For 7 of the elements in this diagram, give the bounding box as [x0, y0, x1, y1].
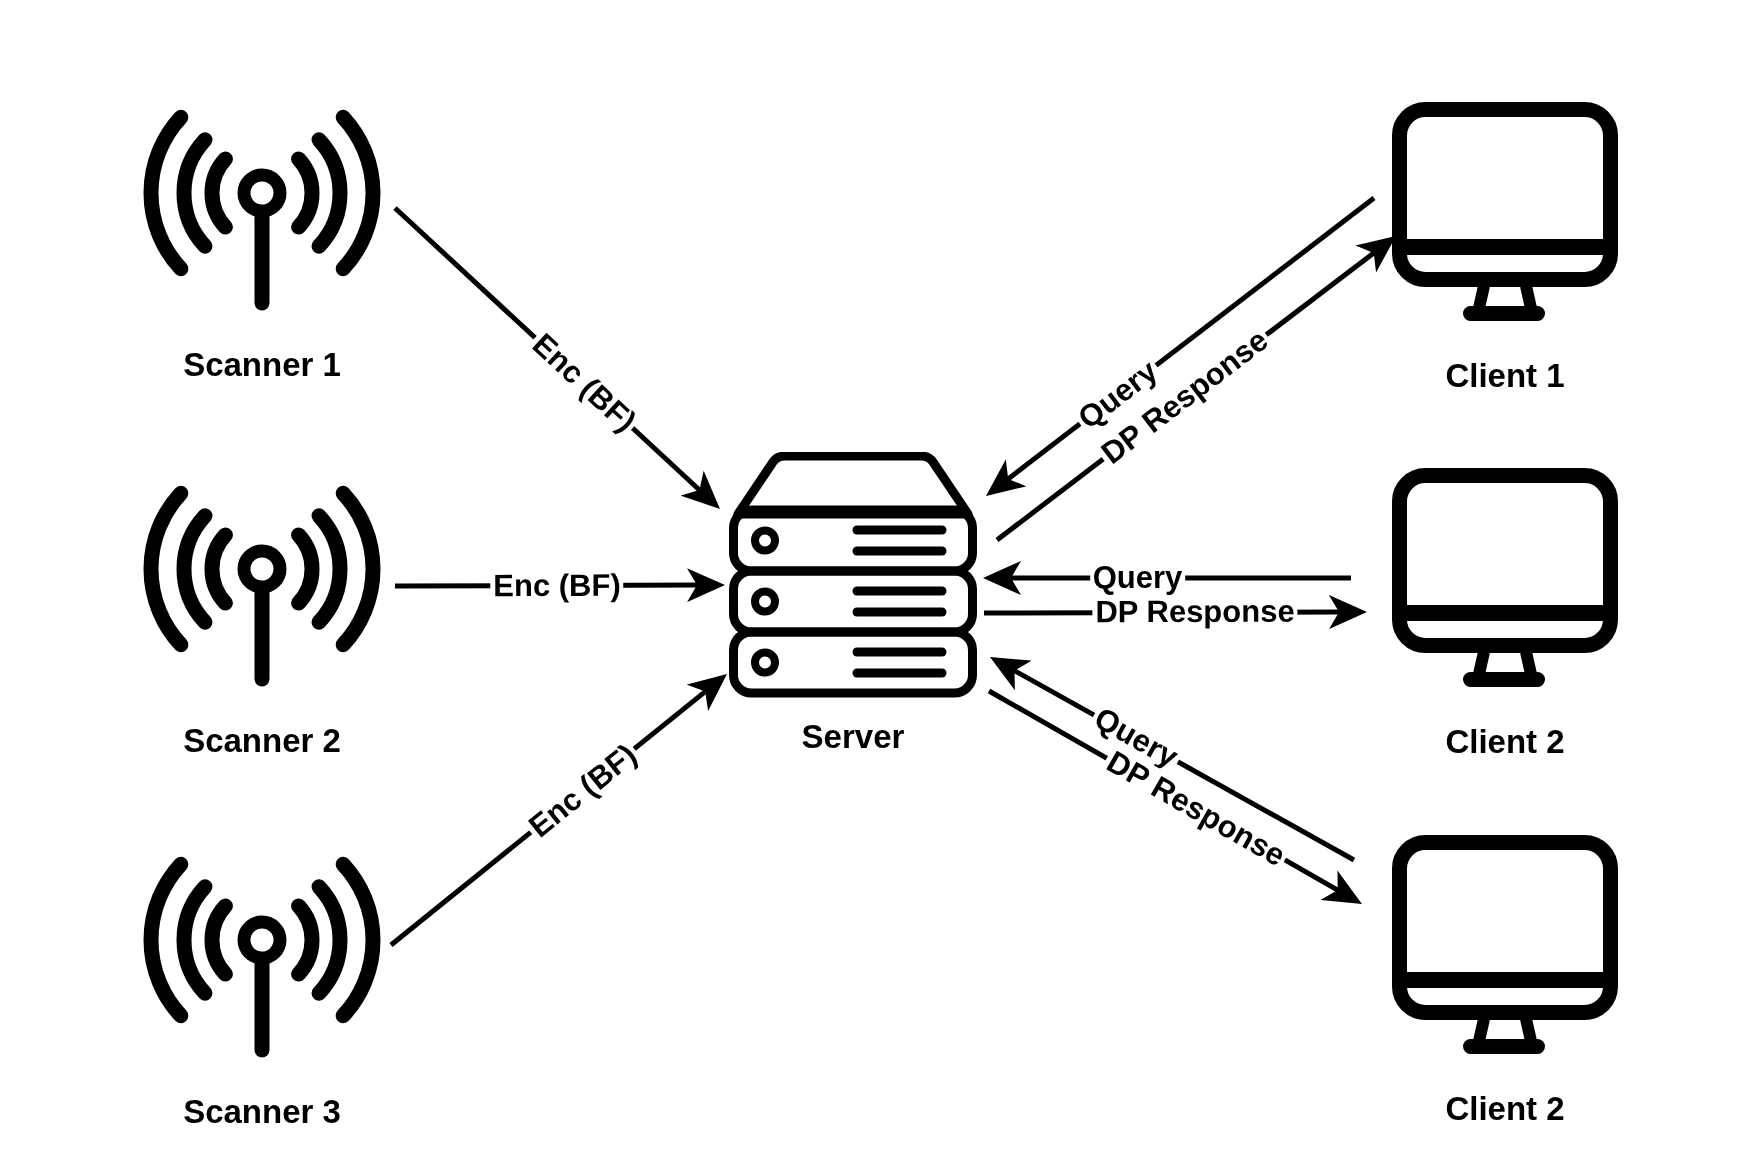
- node-label: Client 2: [1445, 1090, 1565, 1128]
- node-label: Server: [801, 718, 905, 756]
- node-label: Scanner 2: [183, 722, 341, 760]
- node-label: Client 1: [1445, 357, 1565, 395]
- node-label: Scanner 3: [183, 1093, 341, 1131]
- node-label: Client 2: [1445, 723, 1565, 761]
- node-label: Scanner 1: [183, 346, 341, 384]
